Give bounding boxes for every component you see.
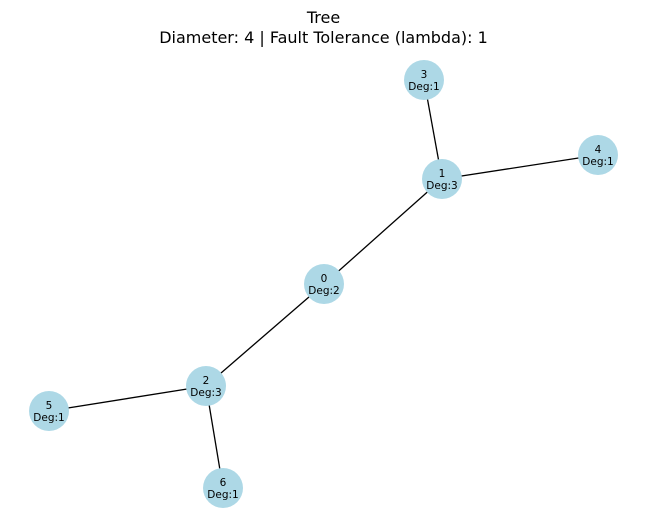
node-degree-label-6: Deg:1: [207, 489, 238, 501]
node-circle-0: [304, 264, 344, 304]
diameter-value: 4: [244, 28, 255, 47]
node-id-label-4: 4: [595, 144, 602, 156]
nodes-layer: 0Deg:21Deg:32Deg:33Deg:14Deg:15Deg:16Deg…: [29, 60, 618, 508]
fault-tolerance-value: 1: [477, 28, 488, 47]
subtitle-separator: |: [254, 28, 270, 47]
figure-title: Tree: [306, 8, 341, 27]
node-circle-6: [203, 468, 243, 508]
node-degree-label-0: Deg:2: [308, 285, 339, 297]
figure-title-block: Tree Diameter: 4 | Fault Tolerance (lamb…: [0, 8, 647, 48]
node-id-label-0: 0: [321, 273, 328, 285]
fault-tolerance-label: Fault Tolerance (lambda):: [269, 28, 478, 47]
node-circle-4: [578, 135, 618, 175]
node-id-label-5: 5: [46, 400, 53, 412]
node-id-label-3: 3: [421, 69, 428, 81]
node-degree-label-1: Deg:3: [426, 180, 457, 192]
node-degree-label-4: Deg:1: [582, 156, 613, 168]
diameter-label: Diameter:: [159, 28, 245, 47]
node-circle-5: [29, 391, 69, 431]
node-id-label-2: 2: [203, 375, 210, 387]
edge-0-2: [205, 283, 325, 387]
node-degree-label-3: Deg:1: [408, 81, 439, 93]
edge-2-5: [48, 385, 207, 412]
node-id-label-1: 1: [439, 168, 446, 180]
node-degree-label-5: Deg:1: [33, 412, 64, 424]
node-circle-2: [186, 366, 226, 406]
node-circle-3: [404, 60, 444, 100]
node-circle-1: [422, 159, 462, 199]
edge-0-1: [323, 178, 443, 285]
node-degree-label-2: Deg:3: [190, 387, 221, 399]
edge-1-4: [441, 154, 599, 180]
figure-subtitle: Diameter: 4 | Fault Tolerance (lambda): …: [0, 28, 647, 48]
node-id-label-6: 6: [220, 477, 227, 489]
